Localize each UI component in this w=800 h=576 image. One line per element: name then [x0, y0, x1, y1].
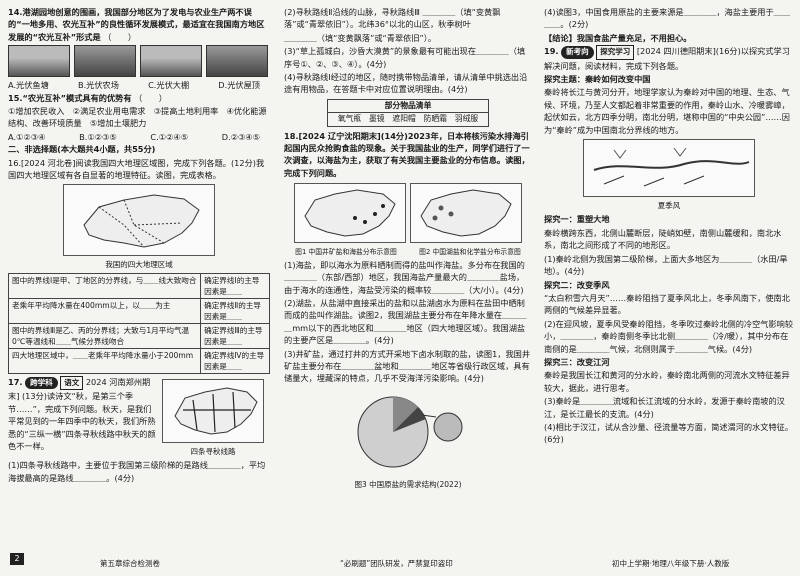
option-a: A.光伏鱼塘 — [8, 80, 49, 91]
new-direction-tag: 新考向 — [561, 46, 594, 59]
answer-paren: （ ） — [103, 31, 137, 42]
q14-photos — [8, 45, 270, 78]
q15-items: ①增加农民收入 ②满足农业用电需求 ③提高土地利用率 ④优化能源结构、改善环境质… — [8, 106, 267, 129]
china-outline-icon — [174, 387, 258, 435]
question-18: 18.[2024 辽宁沈阳期末](14分)2023年，日本将核污染水排海引起国内… — [284, 130, 530, 178]
question-19: 19. 新考向 探究学习 [2024 四川德阳期末](16分)以探究式学习解决问… — [544, 45, 790, 71]
photo-farm — [74, 45, 136, 78]
photo-roof — [206, 45, 268, 78]
photo-greenhouse — [140, 45, 202, 78]
footer-left: 第五章综合检测卷 — [100, 559, 160, 568]
china-regions-map — [63, 184, 215, 257]
salt-map-2 — [410, 183, 522, 244]
question-15: 15.“农光互补”模式具有的优势有 （ ） — [8, 92, 167, 103]
answer-paren: （ ） — [134, 92, 167, 103]
table-row: 老乘年平均降水量在400mm以上，以＿＿为主确定界线Ⅱ的主导因素是＿＿ — [7, 297, 270, 324]
figure-3-caption: 图3 中国原盐的需求结构(2022) — [354, 479, 462, 489]
footer-middle: “必刷题”团队研发，严禁复印盗印 — [340, 559, 453, 568]
q15-options: A.①②③④ B.①②③⑤ C.①②④⑤ D.②③④⑤ — [8, 131, 270, 143]
table-row: 图中的界线Ⅰ是甲、丁地区的分界线，与＿＿线大致吻合确定界线Ⅰ的主导因素是＿＿ — [7, 272, 270, 299]
page-number: 2 — [10, 553, 24, 565]
terrain-map-icon — [593, 147, 750, 187]
china-outline-icon — [304, 189, 396, 237]
option-c: C.光伏大棚 — [148, 80, 190, 91]
map-caption: 夏季风 — [657, 201, 681, 211]
item-list-box: 部分物品清单 氧气瓶 墨镜 遮阳帽 防晒霜 羽绒服 — [327, 98, 489, 127]
section-heading: 二、非选择题(本大题共4小题，共55分) — [8, 144, 156, 155]
salt-map-1 — [294, 183, 406, 244]
q16-table: 图中的界线Ⅰ是甲、丁地区的分界线，与＿＿线大致吻合确定界线Ⅰ的主导因素是＿＿ 老… — [7, 272, 270, 374]
map-caption: 我国的四大地理区域 — [105, 260, 173, 270]
salt-maps — [284, 180, 532, 246]
question-16: 16.[2024 河北卷]阅读我国四大地理区域图，完成下列各题。(12分)我国四… — [8, 157, 265, 181]
china-outline-icon — [420, 189, 512, 237]
option-b: B.①②③⑤ — [79, 131, 117, 142]
autumn-routes-map — [162, 378, 264, 443]
option-c: C.①②④⑤ — [150, 131, 189, 142]
question-17: 17. 跨学科 语文 2024 河南郑州期末] (13分)读诗文“秋，是第三个季… — [8, 375, 270, 459]
q17-sub1: (1)四条寻秋线路中，主要位于我国第三级阶梯的是路线＿＿＿＿，平均海拔最高的是路… — [8, 460, 266, 483]
option-b: B.光伏农场 — [77, 80, 119, 91]
option-a: A.①②③④ — [8, 131, 46, 142]
option-d: D.光伏屋顶 — [218, 80, 260, 91]
option-d: D.②③④⑤ — [221, 131, 260, 142]
pie-chart-icon — [357, 396, 463, 468]
photo-fish-pond — [8, 45, 70, 78]
china-outline-icon — [83, 194, 200, 248]
column-left: 14.港湖园地创意的围画，我国部分地区为了发电与农业生产两不误的“一地多用、农光… — [7, 6, 270, 485]
inquiry-tag: 探究学习 — [596, 45, 635, 60]
subject-tag: 语文 — [60, 375, 84, 391]
figure-2-caption: 图2 中国湖盐和化学盐分布示意图 — [419, 248, 521, 257]
table-row: 图中的界线Ⅲ是乙、丙的分界线；大致与1月平均气温0℃等温线和＿＿气候分界线吻合确… — [7, 322, 270, 349]
interdisciplinary-tag: 跨学科 — [25, 376, 58, 390]
qinling-map — [583, 139, 755, 198]
footer-right: 初中上学期·地理八年级下册·人教版 — [612, 559, 730, 568]
q14-options: A.光伏鱼塘 B.光伏农场 C.光伏大棚 D.光伏屋顶 — [8, 79, 270, 91]
question-14: 14.港湖园地创意的围画，我国部分地区为了发电与农业生产两不误的“一地多用、农光… — [8, 7, 265, 42]
column-middle: (2)寻秋路线Ⅱ沿线的山脉，寻秋路线Ⅲ ＿＿＿＿（填“变黄飘落”或“青翠依旧”）… — [284, 6, 532, 492]
salt-demand-pie — [348, 387, 468, 477]
figure-1-caption: 图1 中国井矿盐和海盐分布示意图 — [295, 248, 397, 257]
map-caption: 四条寻秋线路 — [190, 446, 236, 456]
column-right: (4)读图3，中国食用原盐的主要来源是＿＿＿＿，海盐主要用于＿＿＿＿。(2分) … — [544, 7, 794, 445]
